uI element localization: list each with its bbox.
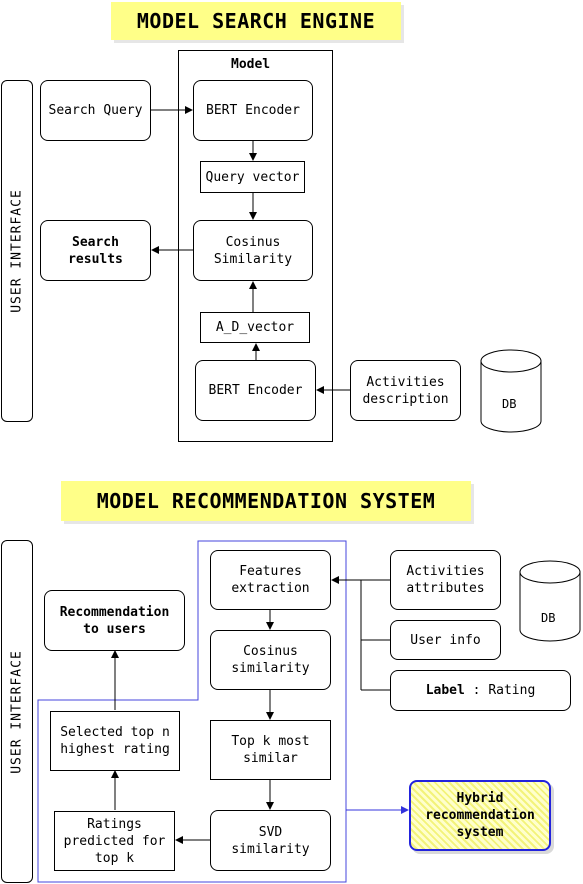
- recommendation-to-users-box[interactable]: Recommendation to users: [44, 590, 185, 651]
- ad-vector-box[interactable]: A_D_vector: [200, 312, 310, 343]
- label-bold-text: Label: [425, 683, 465, 698]
- svd-similarity-box[interactable]: SVD similarity: [210, 810, 331, 871]
- selected-top-n-box[interactable]: Selected top n highest rating: [50, 711, 180, 771]
- bert-encoder-bottom-box[interactable]: BERT Encoder: [195, 360, 316, 421]
- cosinus-similarity-reco-box[interactable]: Cosinus similarity: [210, 630, 331, 690]
- recommendation-system-title: MODEL RECOMMENDATION SYSTEM: [61, 481, 471, 521]
- activities-description-box[interactable]: Activities description: [350, 360, 461, 421]
- search-engine-title: MODEL SEARCH ENGINE: [111, 2, 401, 40]
- search-query-box[interactable]: Search Query: [40, 80, 151, 141]
- database-icon-reco: [519, 560, 581, 642]
- user-interface-label-reco: USER INTERFACE: [9, 649, 25, 774]
- cosinus-similarity-box[interactable]: Cosinus Similarity: [193, 220, 313, 281]
- database-icon-search: [480, 349, 542, 433]
- label-rest-text: : Rating: [464, 683, 536, 698]
- top-k-most-similar-box[interactable]: Top k most similar: [210, 720, 331, 780]
- bert-encoder-top-box[interactable]: BERT Encoder: [193, 80, 313, 141]
- features-extraction-box[interactable]: Features extraction: [210, 550, 331, 610]
- label-rating-box[interactable]: Label : Rating: [390, 670, 571, 711]
- user-interface-panel-reco: USER INTERFACE: [1, 540, 33, 883]
- user-info-box[interactable]: User info: [390, 620, 501, 660]
- model-label: Model: [231, 57, 271, 72]
- ratings-predicted-box[interactable]: Ratings predicted for top k: [54, 811, 175, 871]
- activities-attributes-box[interactable]: Activities attributes: [390, 550, 501, 610]
- db-label-search: DB: [502, 397, 517, 411]
- hybrid-recommendation-system-box[interactable]: Hybrid recommendation system: [409, 780, 551, 851]
- query-vector-box[interactable]: Query vector: [200, 161, 305, 193]
- db-label-reco: DB: [541, 611, 556, 625]
- search-results-box[interactable]: Search results: [40, 220, 151, 281]
- user-interface-panel-search: USER INTERFACE: [1, 80, 33, 422]
